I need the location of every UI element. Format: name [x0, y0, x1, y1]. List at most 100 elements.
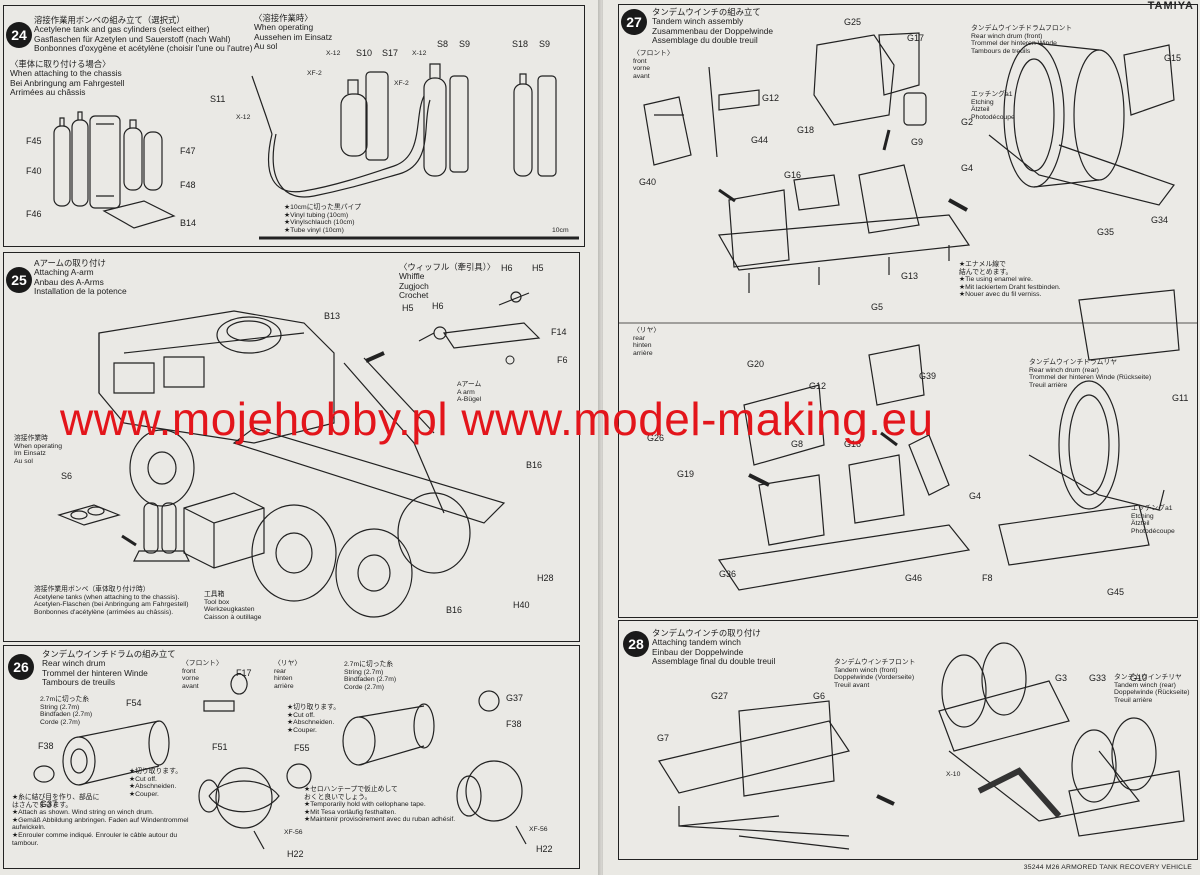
- step-26-cut-note-1: ★切り取ります。★Cut off.★Abschneiden.★Couper.: [129, 768, 182, 798]
- watermark-text: www.mojehobby.pl www.model-making.eu: [60, 393, 934, 445]
- part-g10: G10: [1130, 673, 1148, 683]
- part-b13: B13: [324, 311, 341, 321]
- part-f54: F54: [126, 698, 142, 708]
- part-h6b: H6: [432, 301, 444, 311]
- brand-logo: TAMIYA: [1147, 0, 1194, 12]
- part-g6: G6: [813, 691, 826, 701]
- part-s9b: S9: [539, 39, 551, 49]
- part-g16a: G16: [784, 170, 802, 180]
- part-g20: G20: [747, 359, 765, 369]
- step-27-illustration: [619, 32, 1197, 591]
- part-g45: G45: [1107, 587, 1125, 597]
- part-g16b: G16: [844, 439, 862, 449]
- part-g8: G8: [791, 439, 804, 449]
- part-g18: G18: [797, 125, 815, 135]
- part-g35: G35: [1097, 227, 1115, 237]
- step-28-number: 28: [623, 631, 649, 657]
- part-h6a: H6: [501, 263, 513, 273]
- part-g26: G26: [647, 433, 665, 443]
- part-g15: G15: [1164, 53, 1182, 63]
- step-27-number: 27: [621, 9, 647, 35]
- part-g17: G17: [907, 33, 925, 43]
- part-g46: G46: [905, 573, 923, 583]
- step-24-title: 溶接作業用ボンベの組み立て（選択式）Acetylene tank and gas…: [34, 15, 253, 54]
- paint-xf56-a: XF-56: [284, 829, 303, 836]
- part-s10: S10: [356, 48, 373, 58]
- part-g44: G44: [751, 135, 769, 145]
- part-g36: G36: [719, 569, 737, 579]
- footer-product-name: 35244 M26 ARMORED TANK RECOVERY VEHICLE: [1023, 864, 1192, 871]
- part-s17: S17: [382, 48, 399, 58]
- step-24-number: 24: [6, 22, 32, 48]
- part-g37b: G37: [506, 693, 524, 703]
- page-gutter: [598, 0, 605, 875]
- part-h5a: H5: [532, 263, 544, 273]
- part-s9a: S9: [459, 39, 471, 49]
- part-g25: G25: [844, 17, 862, 27]
- part-f55: F55: [294, 743, 310, 753]
- part-g34: G34: [1151, 215, 1169, 225]
- part-g5: G5: [871, 302, 884, 312]
- part-g27: G27: [711, 691, 729, 701]
- part-h40: H40: [513, 600, 530, 610]
- paint-xf56-b: XF-56: [529, 826, 548, 833]
- paint-xf2-a: XF-2: [307, 70, 322, 77]
- part-b16a: B16: [526, 460, 543, 470]
- part-s11: S11: [210, 94, 226, 104]
- part-g19: G19: [677, 469, 695, 479]
- part-f48: F48: [180, 180, 196, 190]
- part-f38b: F38: [506, 719, 522, 729]
- part-f8: F8: [982, 573, 993, 583]
- part-g12a: G12: [762, 93, 780, 103]
- part-f47: F47: [180, 146, 196, 156]
- part-f40: F40: [26, 166, 42, 176]
- step-25-illustration: [57, 291, 541, 618]
- part-b16b: B16: [446, 605, 463, 615]
- part-f6: F6: [557, 355, 568, 365]
- step-28-illustration: [658, 642, 1185, 850]
- part-g3: G3: [1055, 673, 1068, 683]
- step-24-illustration: [53, 63, 579, 240]
- step-26-cut-note-2: ★切り取ります。★Cut off.★Abschneiden.★Couper.: [287, 704, 340, 734]
- part-g4a: G4: [961, 163, 974, 173]
- part-b14: B14: [180, 218, 197, 228]
- paint-x12-b: X-12: [412, 50, 427, 57]
- part-f45: F45: [26, 136, 42, 146]
- part-g37a: G37: [40, 799, 58, 809]
- step-26-attach-note: ★糸に結び目を作り、部品にはさんでまきます。★Attach as shown. …: [12, 794, 189, 847]
- part-g2: G2: [961, 117, 974, 127]
- part-g33: G33: [1089, 673, 1107, 683]
- step-24-panel: 24 溶接作業用ボンベの組み立て（選択式）Acetylene tank and …: [3, 5, 585, 247]
- part-f46: F46: [26, 209, 42, 219]
- paint-x10: X-10: [946, 771, 961, 778]
- part-h22b: H22: [536, 844, 553, 854]
- part-g11: G11: [1172, 393, 1189, 403]
- part-g13: G13: [901, 271, 919, 281]
- part-g7: G7: [657, 733, 670, 743]
- part-g9: G9: [911, 137, 924, 147]
- step-26-tape-note: ★セロハンテープで仮止めしておくと良いでしょう。★Temporarily hol…: [304, 786, 456, 824]
- part-h22a: H22: [287, 849, 304, 859]
- part-f51: F51: [212, 742, 228, 752]
- part-g39: G39: [919, 371, 937, 381]
